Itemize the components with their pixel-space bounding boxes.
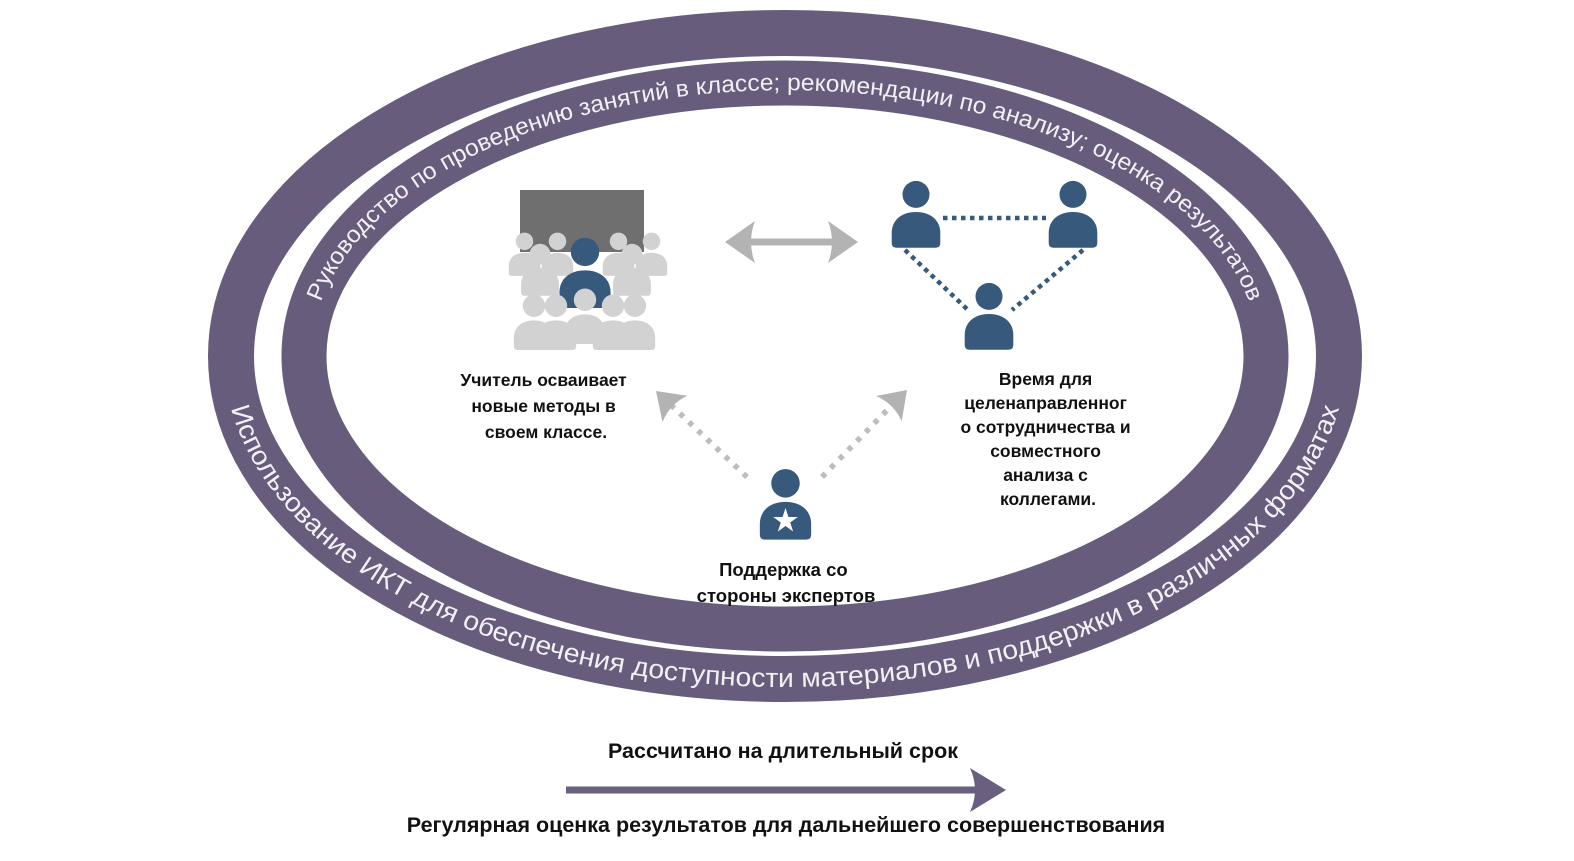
teacher-caption: Учитель осваивает новые методы в своем к… (460, 370, 631, 442)
footer-label: Регулярная оценка результатов для дальне… (407, 813, 1165, 837)
colleague-person-icon (964, 282, 1014, 350)
collaboration-caption: Время для целенаправленног о сотрудничес… (960, 369, 1135, 509)
network-line (903, 248, 970, 312)
dotted-arrow-up-left-icon (656, 391, 749, 479)
star-icon (773, 508, 798, 532)
network-line (1010, 248, 1085, 312)
outer-ring (208, 10, 1362, 702)
double-headed-arrow-icon (725, 221, 858, 263)
duration-arrow-label: Рассчитано на длительный срок (608, 739, 958, 763)
expert-caption: Поддержка со стороны экспертов (697, 559, 876, 606)
person-with-star-icon (759, 469, 812, 540)
dotted-arrow-up-right-icon (820, 390, 907, 479)
people-network-triangle-icon (891, 180, 1098, 350)
colleague-person-icon (891, 180, 941, 248)
expert-person-icon (759, 469, 812, 540)
colleague-person-icon (1048, 180, 1098, 248)
long-right-arrow-icon (566, 768, 1006, 812)
classroom-audience-icon (508, 190, 668, 350)
inner-ring (281, 60, 1289, 652)
